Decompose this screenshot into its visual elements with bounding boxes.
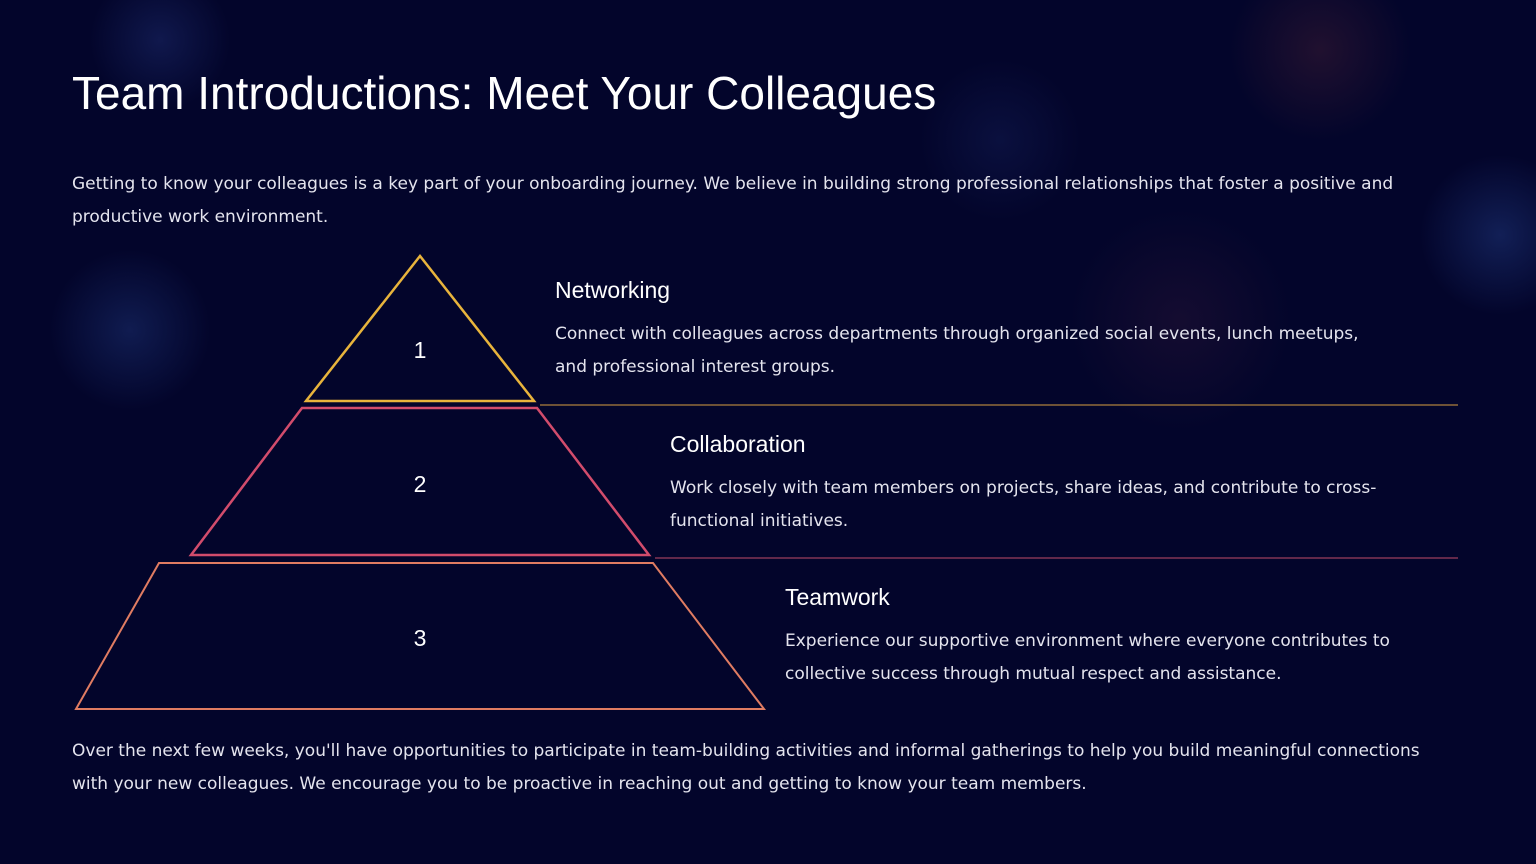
level-1-number: 1: [414, 337, 427, 363]
pyramid-level-2: [188, 406, 652, 557]
level-3-section: Teamwork Experience our supportive envir…: [785, 582, 1405, 691]
level-1-description: Connect with colleagues across departmen…: [555, 324, 1359, 377]
intro-text: Getting to know your colleagues is a key…: [72, 174, 1394, 227]
pyramid-level-1: [303, 253, 537, 403]
page-title: Team Introductions: Meet Your Colleagues: [72, 67, 937, 119]
pyramid-level-3: [74, 562, 767, 710]
level-1-heading: Networking: [555, 277, 671, 303]
level-2-number: 2: [414, 471, 427, 497]
level-3-heading: Teamwork: [785, 584, 890, 610]
level-3-description: Experience our supportive environment wh…: [785, 631, 1390, 684]
level-2-section: Collaboration Work closely with team mem…: [670, 429, 1390, 538]
outro-text: Over the next few weeks, you'll have opp…: [72, 741, 1420, 794]
level-2-description: Work closely with team members on projec…: [670, 478, 1377, 531]
level-2-heading: Collaboration: [670, 431, 806, 457]
level-1-section: Networking Connect with colleagues acros…: [555, 275, 1395, 384]
level-3-number: 3: [414, 625, 427, 651]
